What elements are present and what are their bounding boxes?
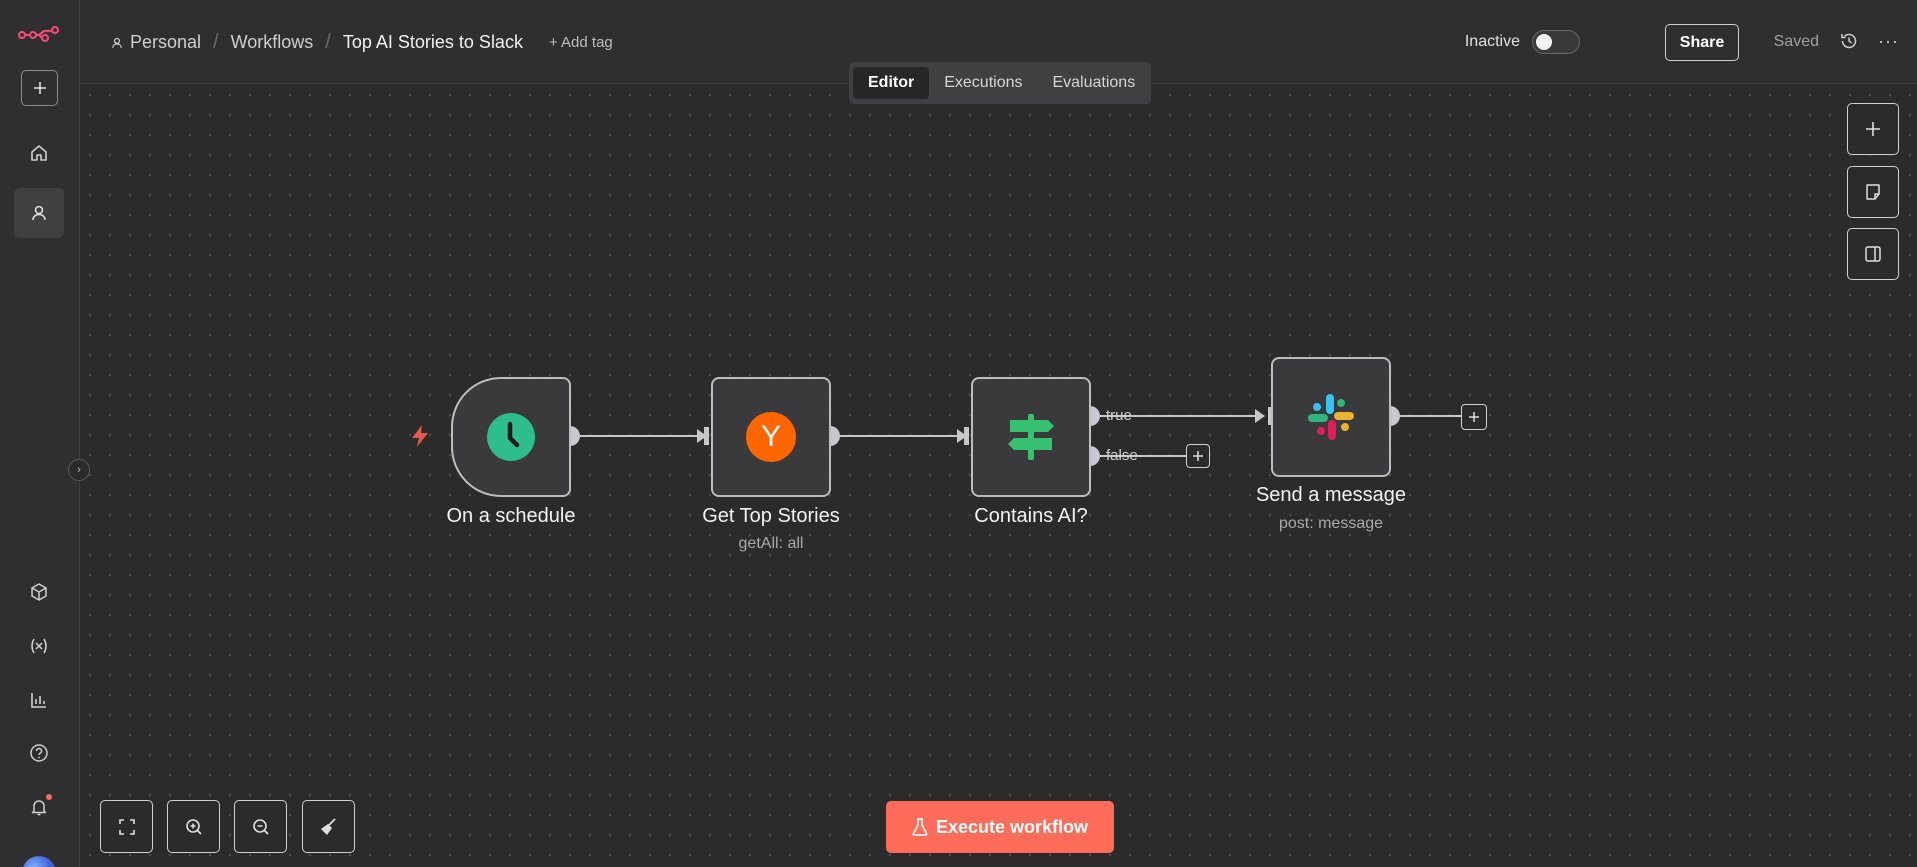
- box-icon: [31, 583, 47, 601]
- variables-button[interactable]: [14, 621, 64, 671]
- notification-dot: [46, 794, 52, 800]
- add-node-panel-button[interactable]: [1847, 103, 1899, 155]
- breadcrumb-separator: /: [213, 31, 219, 53]
- sticky-note-icon: [1866, 184, 1880, 200]
- bell-icon: [31, 800, 47, 816]
- home-icon: [31, 145, 47, 161]
- breadcrumb: Personal / Workflows / Top AI Stories to…: [110, 31, 613, 54]
- tab-executions[interactable]: Executions: [944, 74, 1023, 91]
- notifications-button[interactable]: [14, 782, 64, 832]
- view-tabs: Editor Executions Evaluations: [849, 62, 1151, 104]
- plus-icon: [1469, 412, 1479, 422]
- chevron-right-icon: ›: [77, 464, 81, 476]
- node-send-a-message[interactable]: [1271, 357, 1391, 477]
- bar-chart-icon: [31, 693, 46, 708]
- node-title: Get Top Stories: [702, 505, 840, 527]
- node-title: Contains AI?: [974, 505, 1088, 527]
- zoom-in-icon: [185, 818, 202, 835]
- add-node-button[interactable]: [1461, 404, 1487, 430]
- more-options-button[interactable]: ···: [1878, 31, 1899, 52]
- help-button[interactable]: [14, 728, 64, 778]
- toggle-side-panel-button[interactable]: [1847, 228, 1899, 280]
- insights-button[interactable]: [14, 675, 64, 725]
- slack-icon: [1308, 394, 1354, 440]
- execute-workflow-button[interactable]: Execute workflow: [886, 801, 1114, 853]
- node-contains-ai[interactable]: [971, 377, 1091, 497]
- plus-icon: [1193, 451, 1203, 461]
- zoom-out-button[interactable]: [234, 800, 287, 853]
- add-node-false-button[interactable]: [1186, 444, 1210, 468]
- tidy-up-button[interactable]: [302, 800, 355, 853]
- fit-view-icon: [118, 818, 135, 835]
- branch-true-label: true: [1106, 407, 1132, 424]
- execute-workflow-label: Execute workflow: [935, 816, 1089, 837]
- sidebar: [0, 0, 80, 867]
- node-title: Send a message: [1255, 484, 1407, 506]
- home-button[interactable]: [14, 128, 64, 178]
- trigger-bolt-icon: [412, 425, 428, 447]
- add-tag-button[interactable]: + Add tag: [548, 34, 613, 51]
- flask-icon: [912, 818, 928, 836]
- status-label: Inactive: [1464, 33, 1520, 50]
- user-icon: [112, 37, 122, 48]
- clock-icon: [487, 413, 535, 461]
- zoom-to-fit-button[interactable]: [100, 800, 153, 853]
- branch-false-label: false: [1106, 447, 1138, 464]
- sidebar-expand-button[interactable]: ›: [68, 459, 90, 481]
- saved-status: Saved: [1773, 33, 1819, 50]
- tab-editor[interactable]: Editor: [853, 67, 930, 99]
- share-button[interactable]: Share: [1665, 24, 1739, 61]
- variables-icon: [31, 638, 47, 654]
- plus-icon: [33, 82, 46, 94]
- history-button[interactable]: [1839, 31, 1859, 56]
- signpost-icon: [1008, 414, 1054, 460]
- plus-icon: [1866, 122, 1880, 136]
- panel-right-icon: [1865, 246, 1881, 262]
- zoom-out-icon: [252, 818, 269, 835]
- n8n-logo[interactable]: [17, 25, 60, 47]
- history-icon: [1841, 33, 1857, 49]
- breadcrumb-separator: /: [325, 31, 331, 53]
- zoom-in-button[interactable]: [167, 800, 220, 853]
- workflow-name[interactable]: Top AI Stories to Slack: [342, 32, 523, 52]
- node-on-a-schedule[interactable]: [451, 377, 571, 497]
- ellipsis-icon: ···: [1878, 31, 1899, 51]
- avatar[interactable]: [22, 856, 56, 867]
- hacker-news-icon: Y: [746, 412, 796, 462]
- node-subtitle: getAll: all: [738, 535, 804, 552]
- user-icon: [32, 205, 46, 221]
- broom-icon: [320, 817, 336, 835]
- node-get-top-stories[interactable]: Y: [711, 377, 831, 497]
- add-sticky-note-button[interactable]: [1847, 166, 1899, 218]
- personal-button[interactable]: [14, 188, 64, 238]
- breadcrumb-personal[interactable]: Personal: [130, 32, 202, 52]
- toggle-knob: [1536, 34, 1552, 50]
- node-subtitle: post: message: [1278, 515, 1384, 532]
- help-icon: [30, 744, 48, 762]
- tab-evaluations[interactable]: Evaluations: [1052, 74, 1136, 91]
- create-button[interactable]: [21, 70, 58, 106]
- active-toggle[interactable]: [1532, 30, 1580, 54]
- templates-button[interactable]: [14, 567, 64, 617]
- node-title: On a schedule: [446, 505, 576, 527]
- breadcrumb-workflows[interactable]: Workflows: [230, 32, 314, 52]
